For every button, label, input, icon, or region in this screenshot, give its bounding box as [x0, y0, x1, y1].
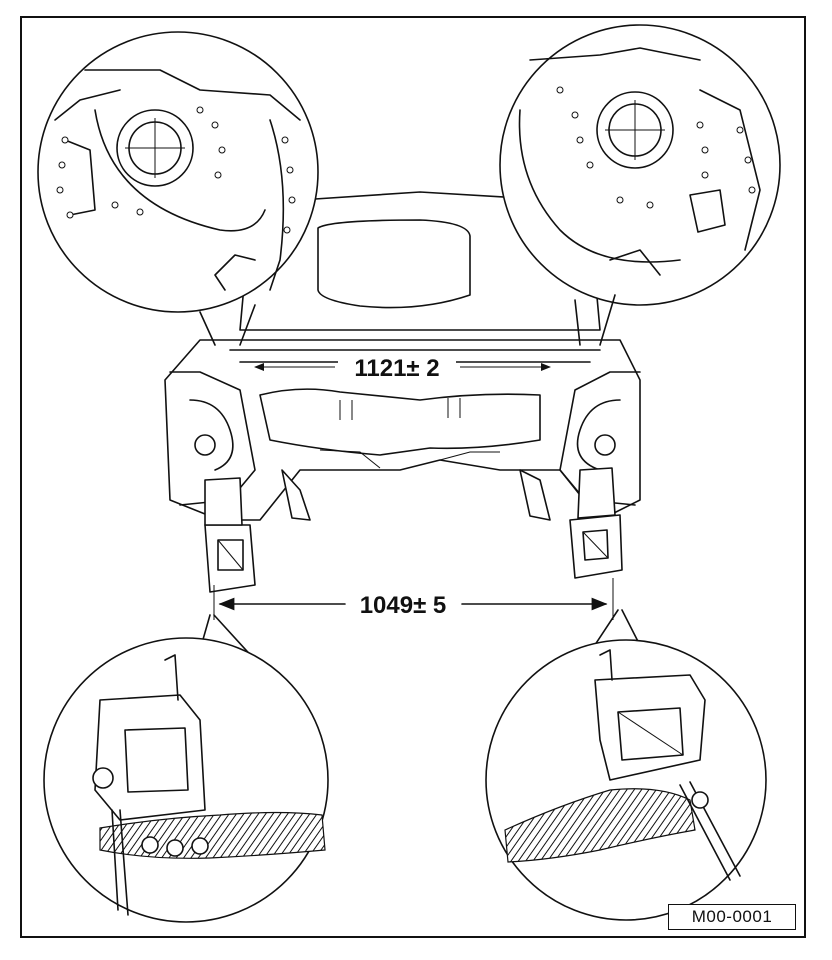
vehicle-body: [164, 191, 641, 593]
bolt-holes: [56, 106, 296, 234]
dimension-top: 1121± 2: [254, 352, 551, 382]
reference-code: M00-0001: [691, 907, 773, 926]
detail-circle-top-left: [37, 31, 319, 313]
detail-circle-bottom-right: [485, 639, 767, 921]
dimension-top-label: 1121± 2: [354, 355, 439, 382]
dimension-bottom-label: 1049± 5: [360, 592, 447, 619]
bolt-holes: [556, 86, 756, 209]
detail-circle-top-right: [499, 24, 781, 306]
reference-code-box: M00-0001: [668, 904, 796, 930]
dimension-bottom: 1049± 5: [213, 578, 614, 620]
fastener-nuts: [141, 836, 209, 857]
detail-circle-bottom-left: [43, 637, 329, 923]
